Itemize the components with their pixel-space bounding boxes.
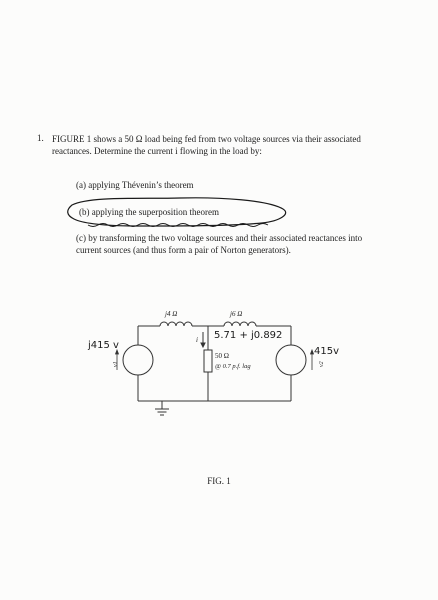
source-right-label: v2 — [319, 361, 325, 367]
handwritten-ellipse — [67, 197, 287, 227]
option-b-label: (b) — [79, 207, 90, 217]
handwritten-impedance: 5.71 + j0.892 — [214, 330, 282, 341]
load-resistor — [203, 349, 213, 373]
inductor-left — [159, 321, 193, 327]
question-text: FIGURE 1 shows a 50 Ω load being fed fro… — [52, 134, 361, 156]
figure-caption: FIG. 1 — [207, 476, 231, 486]
source-left-label: v1 — [113, 361, 119, 367]
voltage-source-left — [122, 344, 154, 376]
option-c: (c) by transforming the two voltage sour… — [76, 232, 376, 256]
inductor-right — [223, 321, 257, 327]
load-label: 50 Ω — [215, 352, 229, 360]
handwritten-v1: j415 v — [87, 340, 119, 351]
current-label: i — [196, 336, 198, 344]
v1-arrow — [114, 348, 120, 370]
option-b: (b) applying the superposition theorem — [79, 206, 379, 218]
handwritten-v2: 415v — [314, 346, 339, 357]
handwritten-squiggle — [87, 223, 269, 227]
inductor-left-label: j4 Ω — [164, 310, 177, 318]
option-c-text: by transforming the two voltage sources … — [76, 233, 363, 255]
load-pf-label: @ 0.7 p.f. lag — [215, 363, 251, 370]
option-a-text: applying Thévenin’s theorem — [88, 180, 194, 190]
question-number: 1. — [37, 133, 44, 143]
option-c-label: (c) — [76, 233, 86, 243]
option-a-label: (a) — [76, 180, 86, 190]
inductor-right-label: j6 Ω — [229, 310, 242, 318]
v2-arrow — [309, 348, 315, 370]
voltage-source-right — [275, 344, 307, 376]
ground-icon — [155, 408, 169, 416]
current-arrow — [200, 332, 206, 349]
option-a: (a) applying Thévenin’s theorem — [76, 179, 376, 191]
option-b-text: applying the superposition theorem — [91, 207, 219, 217]
